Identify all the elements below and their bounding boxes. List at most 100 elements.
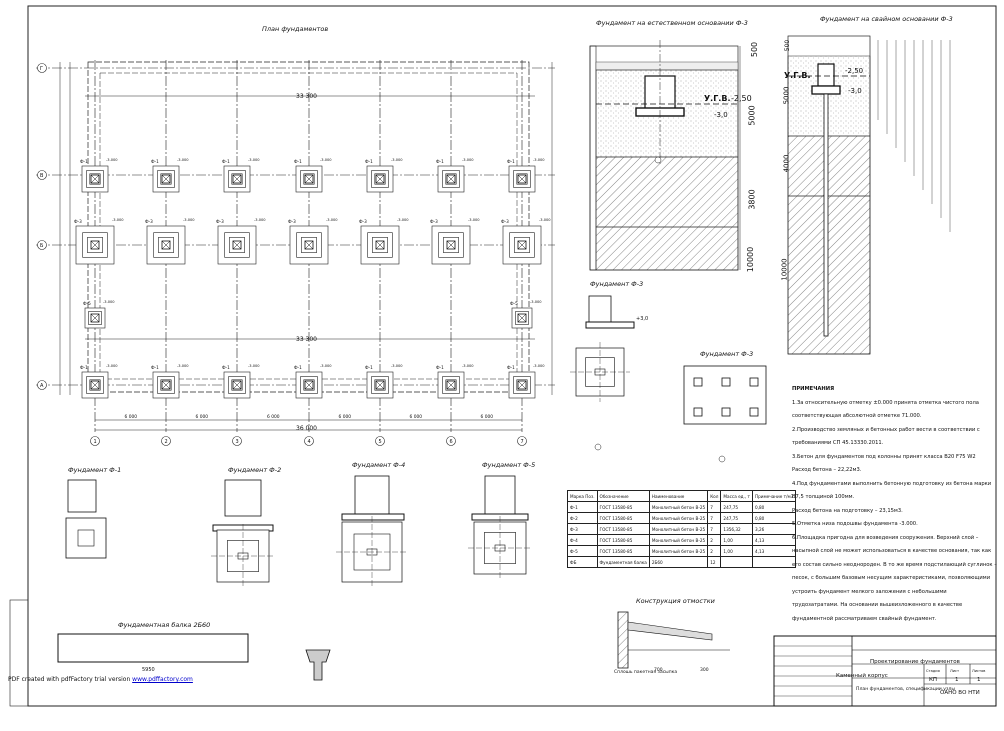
pdf-footer: PDF created with pdfFactory trial versio… (8, 676, 193, 683)
svg-text:-3.000: -3.000 (326, 218, 338, 222)
spec-cell-3: 2 (707, 534, 722, 546)
spec-cell-1: Фундаментная балка (596, 556, 650, 568)
svg-text:Ф-1: Ф-1 (365, 365, 373, 370)
sec2-dim-2: 4000 (782, 154, 791, 173)
sec2-dim-1: 5000 (782, 86, 791, 105)
stamp-sheet-title: План фундаментов, спецификации,узлы (856, 687, 955, 692)
sec2-loam (787, 135, 871, 197)
axis-bubble-7 (517, 436, 527, 446)
spec-cell-2: 2Б60 (648, 556, 709, 568)
svg-text:-3.000: -3.000 (248, 364, 260, 368)
f3b-pile-0 (693, 377, 703, 387)
footer-link[interactable]: www.pdffactory.com (132, 676, 193, 683)
spec-cell-2: Наименование (648, 490, 709, 502)
spec-cell-3: 7 (707, 512, 722, 524)
beam-elevation (57, 633, 249, 663)
found-v-4: Ф-1-3.000 (294, 158, 332, 193)
spec-cell-1: ГОСТ 13580-85 (596, 545, 650, 557)
note-line-1: 1.За относительную отметку ±0.000 принят… (792, 399, 979, 406)
svg-text:-3.000: -3.000 (468, 218, 480, 222)
axis-label-3: 3 (236, 439, 239, 445)
svg-text:Ф-3: Ф-3 (145, 219, 153, 224)
spec-cell-5: Примечание т/м3 (751, 490, 797, 502)
f3a-title: Фундамент Ф-3 (590, 280, 644, 288)
spec-cell-2: Монолитный бетон В-25 (648, 545, 709, 557)
spec-cell-5: 4,13 (751, 534, 797, 546)
note-line-15: устроить фундамент мелкого заложения с н… (792, 588, 947, 595)
spec-cell-2: Монолитный бетон В-25 (648, 501, 709, 513)
found-v-3: Ф-1-3.000 (222, 158, 260, 193)
axis-row-bubble-0 (37, 63, 47, 73)
axis-row-label-2: Б (40, 243, 44, 249)
svg-text:Ф-1: Ф-1 (222, 365, 230, 370)
spec-cell-0: Ф-1 (567, 501, 598, 513)
f5-title: Фундамент Ф-5 (482, 461, 536, 469)
beam-length: 5950 (142, 667, 155, 673)
ugv-val-2: -2,50 (845, 67, 864, 75)
sec2-elev: -3,0 (848, 87, 862, 95)
spec-cell-1: ГОСТ 13580-85 (596, 512, 650, 524)
axis-row-bubble-2 (37, 240, 47, 250)
note-line-7: 4.Под фундаментами выполнить бетонную по… (792, 480, 992, 487)
section-piles (787, 35, 951, 355)
spec-cell-4: 247,75 (720, 512, 753, 524)
sec1-clay (595, 226, 739, 271)
note-line-4: требованиями СП 45.13330.2011. (792, 440, 884, 446)
spec-cell-0: Ф-5 (567, 545, 598, 557)
found-f5-left: Ф-5-3.000 (83, 300, 115, 329)
svg-text:-3.000: -3.000 (248, 158, 260, 162)
note-line-14: песок, с большим базовым несущим характе… (792, 575, 991, 581)
svg-text:Ф-3: Ф-3 (288, 219, 296, 224)
spec-cell-1: Обозначение (596, 490, 650, 502)
stamp-sheets: 1 (977, 677, 981, 683)
found-b-2: Ф-3-3.000 (145, 218, 195, 265)
f3b-pile-2 (749, 377, 759, 387)
svg-text:Ф-1: Ф-1 (507, 365, 515, 370)
svg-text:Ф-3: Ф-3 (74, 219, 82, 224)
ugv-val-1: -2,50 (731, 94, 752, 103)
stamp-col-sheet: Лист (950, 669, 960, 673)
note-line-3: 2.Производство земляных и бетонных работ… (792, 426, 980, 433)
found-b-7: Ф-3-3.000 (501, 218, 551, 265)
axis-bubble-1 (90, 436, 100, 446)
found-v-2: Ф-1-3.000 (151, 158, 189, 193)
svg-text:Ф-3: Ф-3 (430, 219, 438, 224)
note-line-13: его состав сильно неоднороден. В то же в… (792, 561, 997, 568)
note-line-16: трудозатратами. На основании вышеизложен… (792, 602, 963, 608)
svg-text:-3.000: -3.000 (103, 300, 115, 304)
svg-text:-3.000: -3.000 (254, 218, 266, 222)
found-b-6: Ф-3 -3.000 (430, 218, 480, 265)
blind-wall (617, 611, 629, 669)
foundation-details (57, 295, 767, 681)
sec1-dim-2: 3800 (747, 189, 757, 210)
svg-text:Ф-3: Ф-3 (359, 219, 367, 224)
beam-section (305, 649, 331, 681)
spec-cell-1: ГОСТ 13580-85 (596, 523, 650, 535)
stamp-col-stage: Стадия (926, 669, 940, 673)
found-a-3: Ф-1 -3.000 (222, 364, 260, 399)
spec-cell-1: ГОСТ 13580-85 (596, 534, 650, 546)
piles-title: Фундамент на свайном основании Ф-3 (820, 15, 953, 23)
found-a-1: Ф-1-3.000 (80, 364, 118, 399)
f3b-pile-3 (693, 407, 703, 417)
spec-cell-3: 7 (707, 501, 722, 513)
svg-text:-3.000: -3.000 (177, 364, 189, 368)
plan-total-dim: 36 000 (296, 425, 317, 432)
f1-column (67, 479, 97, 513)
note-line-2: соответствующая абсолютной отметке 71.00… (792, 413, 922, 419)
svg-text:-3.000: -3.000 (462, 364, 474, 368)
axis-label-2: 2 (165, 439, 168, 445)
axis-bubble-6 (446, 436, 456, 446)
note-line-5: 3.Бетон для фундаментов под колонны прин… (792, 453, 976, 460)
axis-row-label-0: Г (40, 66, 43, 72)
svg-text:-3.000: -3.000 (320, 364, 332, 368)
svg-text:-3.000: -3.000 (106, 158, 118, 162)
spec-cell-5: 0,80 (751, 501, 797, 513)
found-a-5: Ф-1-3.000 (365, 364, 403, 399)
spec-cell-3: 2 (707, 545, 722, 557)
svg-text:Ф-1: Ф-1 (294, 159, 302, 164)
